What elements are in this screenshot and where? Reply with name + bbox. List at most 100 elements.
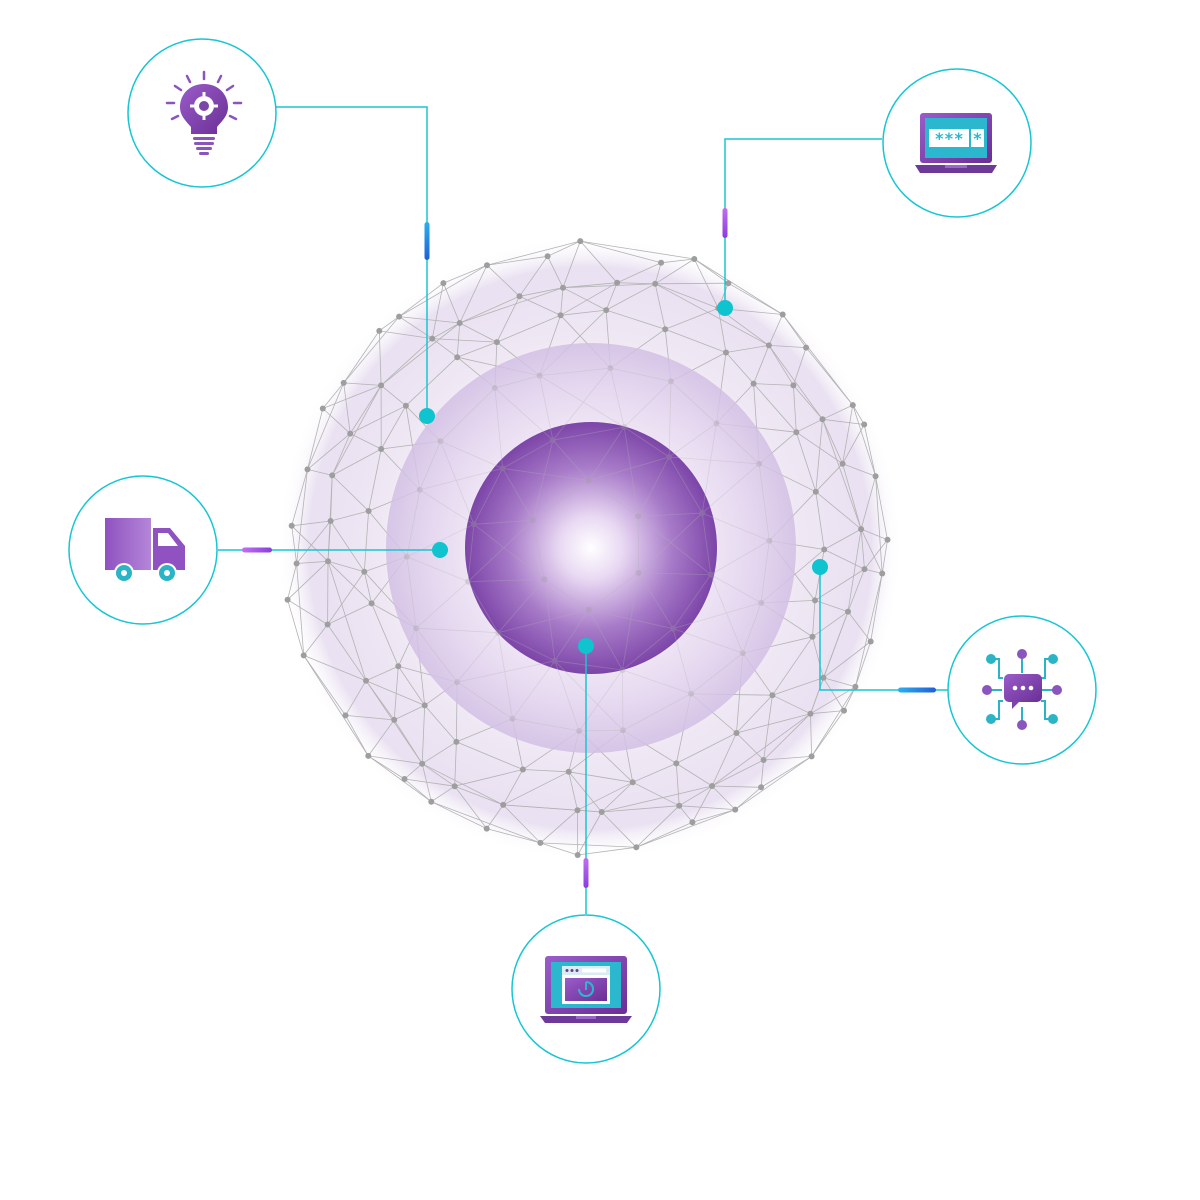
mesh-edge [552, 367, 611, 441]
mesh-edge [815, 491, 825, 550]
mesh-edge [655, 282, 729, 285]
mesh-edge [560, 282, 618, 316]
mesh-edge [654, 283, 666, 330]
mesh-edge [431, 283, 444, 339]
node-communication[interactable] [947, 615, 1097, 765]
mesh-edge [368, 755, 432, 803]
mesh-vertex [732, 806, 739, 813]
mesh-edge [554, 660, 624, 731]
mesh-edge [494, 387, 503, 469]
mesh-edge [497, 579, 545, 633]
mesh-vertex [688, 690, 694, 697]
mesh-vertex [483, 825, 490, 832]
node-credentials[interactable]: *** * [882, 68, 1032, 218]
mesh-vertex [621, 424, 628, 431]
mesh-edge [588, 609, 674, 629]
mesh-edge [701, 513, 712, 575]
mesh-edge [349, 385, 382, 434]
mesh-edge [810, 686, 856, 715]
mesh-edge [512, 718, 580, 732]
mesh-edge [710, 574, 744, 654]
mesh-vertex [670, 625, 676, 632]
mesh-vertex [429, 335, 436, 342]
mesh-edge [577, 846, 637, 856]
mesh-edge [728, 282, 783, 315]
mesh-vertex [324, 621, 331, 628]
mesh-vertex [453, 738, 460, 745]
node-logistics[interactable] [68, 475, 218, 625]
mesh-edge [459, 295, 520, 324]
mesh-edge [330, 510, 369, 522]
mesh-edge [303, 655, 367, 682]
mesh-vertex [536, 372, 543, 379]
mesh-vertex [614, 279, 621, 286]
mesh-edge [795, 432, 817, 492]
mesh-edge [544, 579, 589, 611]
mesh-edge [380, 385, 407, 407]
mesh-edge [623, 381, 672, 428]
mesh-vertex [629, 779, 636, 786]
inner-mesh [403, 365, 773, 734]
mesh-edge [842, 424, 865, 464]
mesh-edge [406, 556, 417, 629]
mesh-edge [638, 572, 674, 629]
mesh-vertex [750, 380, 757, 387]
mesh-vertex [733, 730, 740, 736]
mesh-vertex [635, 569, 642, 576]
mesh-edge [670, 381, 717, 424]
mesh-edge [812, 636, 824, 678]
mesh-edge [763, 756, 812, 761]
mesh-edge [539, 375, 554, 441]
mesh-edge [793, 347, 807, 386]
mesh-edge [823, 677, 856, 688]
mesh-vertex [391, 716, 398, 723]
mesh-vertex [361, 568, 368, 575]
mesh-edge [864, 539, 888, 570]
mesh-vertex [495, 629, 502, 636]
mesh-edge [811, 710, 845, 757]
mesh-edge [711, 759, 764, 787]
mesh-edge [327, 603, 372, 625]
mesh-edge [760, 540, 770, 603]
mesh-edge [753, 383, 794, 386]
mesh-edge [343, 316, 400, 384]
dot-credentials [717, 300, 733, 316]
mesh-vertex [758, 599, 765, 606]
mesh-vertex [284, 596, 291, 603]
mesh-edge [843, 686, 856, 711]
mesh-vertex [451, 783, 458, 790]
mesh-vertex [807, 710, 814, 717]
mesh-edge [398, 282, 444, 317]
mesh-edge [303, 655, 346, 716]
mesh-edge [307, 408, 324, 470]
mesh-edge [404, 778, 432, 803]
mesh-edge [815, 419, 823, 492]
mesh-edge [459, 265, 488, 324]
mesh-edge [842, 463, 862, 530]
connection-dots [419, 300, 828, 654]
mesh-edge [725, 352, 754, 384]
mesh-vertex [465, 578, 472, 585]
mesh-edge [636, 821, 693, 848]
mesh-edge [287, 563, 297, 600]
mesh-vertex [329, 472, 336, 479]
mesh-edge [842, 405, 854, 464]
mesh-edge [702, 512, 770, 542]
mesh-edge [380, 338, 433, 386]
mesh-edge [694, 258, 729, 284]
mesh-vertex [760, 757, 767, 763]
mesh-edge [379, 330, 433, 339]
mesh-edge [822, 419, 843, 464]
mesh-vertex [769, 692, 776, 699]
mesh-edge [711, 732, 737, 787]
mesh-vertex [633, 844, 640, 851]
purple-core-orb [465, 422, 717, 674]
mesh-edge [668, 456, 703, 514]
node-web-access[interactable] [511, 914, 661, 1064]
mesh-edge [560, 309, 607, 316]
node-innovation[interactable] [127, 38, 277, 188]
mesh-edge [368, 755, 423, 765]
mesh-vertex [867, 638, 874, 645]
mesh-edge [636, 805, 680, 848]
